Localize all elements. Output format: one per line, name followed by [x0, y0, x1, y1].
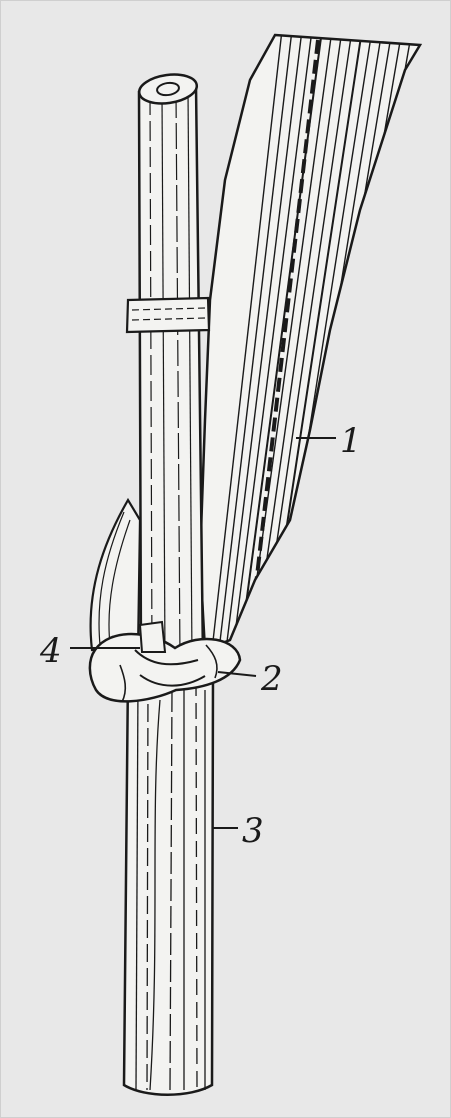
callout-label-1: 1 — [340, 421, 362, 461]
callout-label-4: 4 — [39, 631, 62, 671]
callout-label-2: 2 — [260, 659, 283, 699]
lower-stem — [124, 672, 213, 1095]
leaf-blade — [200, 30, 420, 650]
callout-label-3: 3 — [242, 811, 264, 851]
sheath-wrap — [91, 500, 140, 650]
